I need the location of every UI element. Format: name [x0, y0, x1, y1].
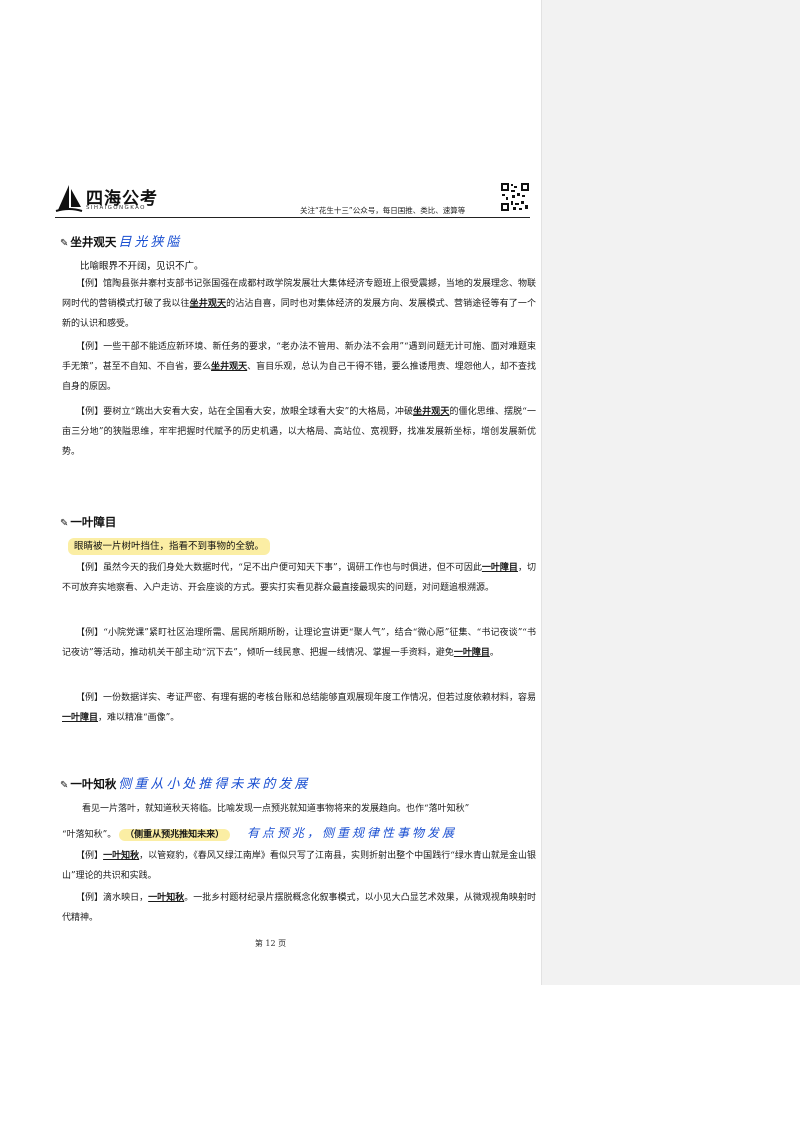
handwritten-note: 有点预兆，侧重规律性事物发展	[246, 826, 457, 840]
document-page: 四海公考 SIHAIGONGKAO 关注“花生十三”公众号，每日国推、类比、速算…	[55, 182, 536, 948]
definition: 比喻眼界不开阔，见识不广。	[80, 261, 204, 272]
definition-paragraph: 看见一片落叶，就知道秋天将临。比喻发现一点预兆就知道事物将来的发展趋向。也作“落…	[82, 804, 470, 814]
term-heading: ✎坐井观天目光狭隘	[60, 235, 183, 250]
logo-subtitle: SIHAIGONGKAO	[86, 205, 146, 211]
comment-pane	[541, 0, 800, 985]
brand-logo: 四海公考 SIHAIGONGKAO	[55, 183, 195, 219]
example-paragraph: 【例】虽然今天的我们身处大数据时代，“足不出户便可知天下事”，调研工作也与时俱进…	[62, 563, 536, 593]
handwritten-note: 侧重从小处推得未来的发展	[118, 777, 311, 792]
handwritten-note: 目光狭隘	[118, 235, 183, 250]
pen-icon: ✎	[60, 780, 69, 791]
example-paragraph: 【例】一叶知秋，以管窥豹，《春风又绿江南岸》看似只写了江南县，实则折射出整个中国…	[62, 851, 536, 881]
highlighted-definition: 眼睛被一片树叶挡住，指看不到事物的全貌。	[68, 538, 271, 555]
example-paragraph: 【例】要树立“跳出大安看大安，站在全国看大安，放眼全球看大安”的大格局，冲破坐井…	[62, 407, 536, 457]
term-heading: ✎一叶知秋侧重从小处推得未来的发展	[60, 777, 311, 792]
highlighted-note: （侧重从预兆推知未来）	[119, 829, 231, 841]
term-heading: ✎一叶障目	[60, 515, 117, 529]
pen-icon: ✎	[60, 518, 69, 529]
example-paragraph: 【例】滴水映日，一叶知秋。一批乡村题材纪录片摆脱概念化叙事模式，以小见大凸显艺术…	[62, 893, 536, 923]
definition: 眼睛被一片树叶挡住，指看不到事物的全貌。	[68, 538, 271, 555]
example-paragraph: 【例】一份数据详实、考证严密、有理有据的考核台账和总结能够直观展现年度工作情况，…	[62, 693, 536, 723]
example-paragraph: 【例】“小院党课”紧盯社区治理所需、居民所期所盼，让理论宣讲更“聚人气”，结合“…	[62, 628, 536, 658]
sail-logo-icon	[55, 185, 83, 212]
logo-text: 四海公考	[86, 189, 158, 209]
definition-paragraph: “叶落知秋”。 （侧重从预兆推知未来） 有点预兆，侧重规律性事物发展	[62, 826, 457, 841]
pen-icon: ✎	[60, 238, 69, 249]
page-number: 第 12 页	[254, 939, 287, 948]
header-divider	[55, 217, 530, 218]
header-slogan: 关注“花生十三”公众号，每日国推、类比、速算等	[300, 206, 466, 215]
example-paragraph: 【例】一些干部不能适应新环境、新任务的要求，“老办法不管用、新办法不会用”“遇到…	[62, 342, 536, 392]
example-paragraph: 【例】馆陶县张井寨村支部书记张国强在成都村政学院发展壮大集体经济专题班上很受震撼…	[62, 279, 536, 329]
qr-code-icon	[500, 182, 530, 212]
